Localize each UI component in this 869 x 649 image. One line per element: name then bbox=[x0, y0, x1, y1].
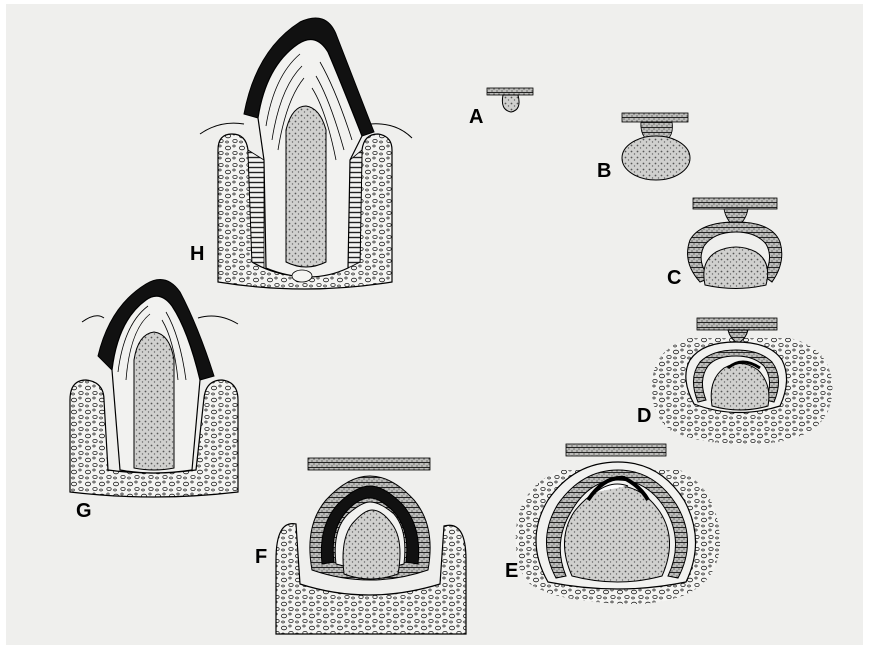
stage-b-bud bbox=[622, 113, 690, 180]
stage-a-bud bbox=[487, 88, 533, 112]
label-d: D bbox=[637, 405, 651, 428]
stage-c-cap bbox=[688, 198, 782, 289]
stage-e-crown bbox=[516, 444, 720, 604]
stage-d-bell bbox=[652, 318, 832, 444]
label-b: B bbox=[597, 160, 611, 183]
stage-g-erupting-tooth bbox=[70, 280, 238, 498]
label-h: H bbox=[190, 243, 204, 266]
label-a: A bbox=[469, 106, 483, 129]
label-g: G bbox=[76, 500, 92, 523]
stage-f-crown-eruption bbox=[276, 458, 466, 634]
label-c: C bbox=[667, 267, 681, 290]
label-f: F bbox=[255, 546, 267, 569]
stage-h-erupted-tooth bbox=[200, 18, 412, 289]
label-e: E bbox=[505, 560, 518, 583]
